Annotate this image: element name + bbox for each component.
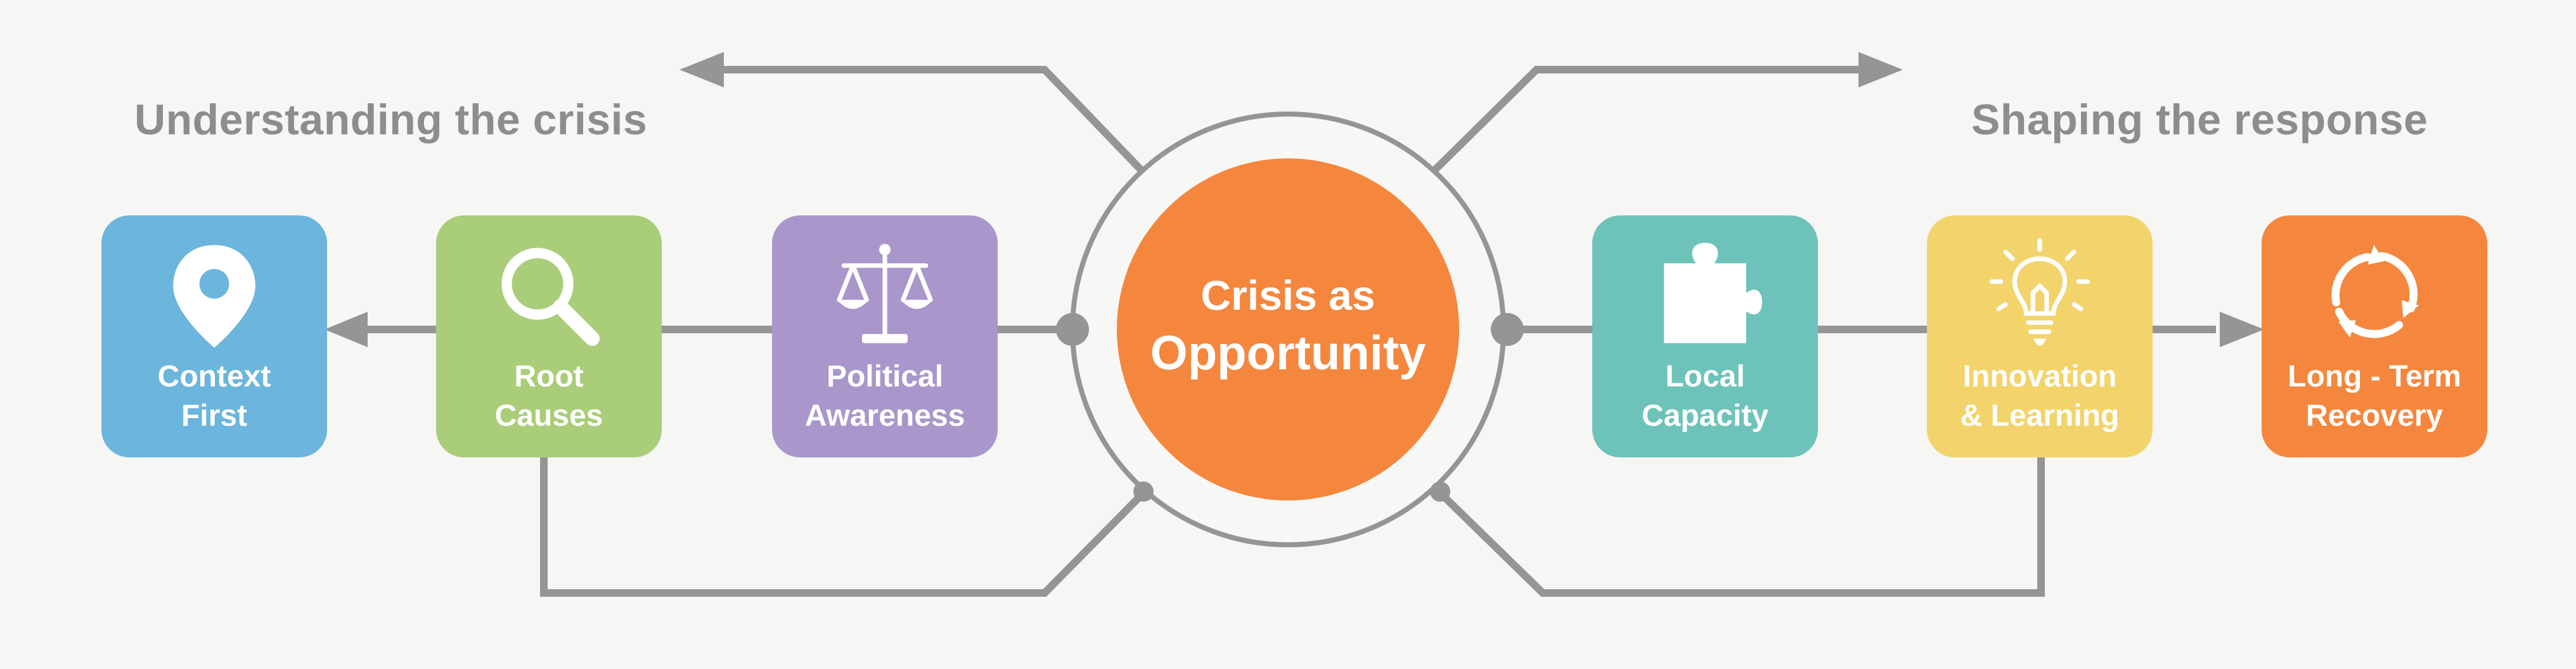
center-label: Crisis as Opportunity bbox=[1121, 266, 1455, 383]
section-heading-left: Understanding the crisis bbox=[134, 96, 648, 144]
recycle-arrows-icon bbox=[2331, 245, 2419, 338]
step-local-capacity-line2: Capacity bbox=[1641, 399, 1769, 433]
lightbulb-icon bbox=[1989, 238, 2090, 346]
step-context-first-line1: Context bbox=[157, 360, 271, 393]
step-root-causes: Root Causes bbox=[436, 215, 662, 457]
magnifying-glass-icon bbox=[501, 248, 600, 347]
step-long-term-recovery-line2: Recovery bbox=[2305, 399, 2444, 433]
step-long-term-recovery-line1: Long - Term bbox=[2288, 360, 2461, 393]
junction-dot-bottom-left bbox=[1133, 481, 1154, 502]
center-label-line2: Opportunity bbox=[1150, 326, 1426, 380]
center-disk bbox=[1117, 158, 1459, 500]
step-long-term-recovery: Long - Term Recovery bbox=[2262, 215, 2487, 457]
connector-top-left bbox=[723, 66, 1144, 173]
balance-scale-icon bbox=[837, 244, 933, 343]
step-political-awareness-line2: Awareness bbox=[804, 399, 965, 433]
map-pin-icon bbox=[173, 245, 255, 348]
step-local-capacity-line1: Local bbox=[1665, 360, 1745, 393]
step-political-awareness-line1: Political bbox=[826, 360, 944, 393]
connector-top-right bbox=[1432, 66, 1860, 173]
junction-dot-right bbox=[1491, 313, 1524, 346]
section-heading-right: Shaping the response bbox=[1971, 96, 2428, 144]
arrowhead-top-left bbox=[679, 52, 724, 87]
connector-bottom-left bbox=[540, 457, 1147, 597]
step-context-first-line2: First bbox=[181, 399, 247, 433]
center-label-line1: Crisis as bbox=[1201, 272, 1375, 319]
step-root-causes-line2: Causes bbox=[494, 399, 603, 433]
arrowhead-left bbox=[325, 312, 368, 347]
arrowhead-right bbox=[2220, 312, 2264, 347]
junction-dot-left bbox=[1056, 313, 1089, 346]
step-root-causes-line1: Root bbox=[514, 360, 584, 393]
step-political-awareness: Political Awareness bbox=[772, 215, 998, 457]
connector-bottom-right bbox=[1437, 457, 2045, 597]
step-innovation-learning: Innovation & Learning bbox=[1927, 215, 2153, 457]
puzzle-piece-icon bbox=[1664, 243, 1762, 343]
step-innovation-learning-line2: & Learning bbox=[1960, 399, 2120, 433]
junction-dot-bottom-right bbox=[1430, 481, 1450, 502]
step-context-first: Context First bbox=[101, 215, 327, 457]
step-local-capacity: Local Capacity bbox=[1592, 215, 1818, 457]
step-innovation-learning-line1: Innovation bbox=[1962, 360, 2117, 393]
arrowhead-top-right bbox=[1858, 52, 1903, 87]
